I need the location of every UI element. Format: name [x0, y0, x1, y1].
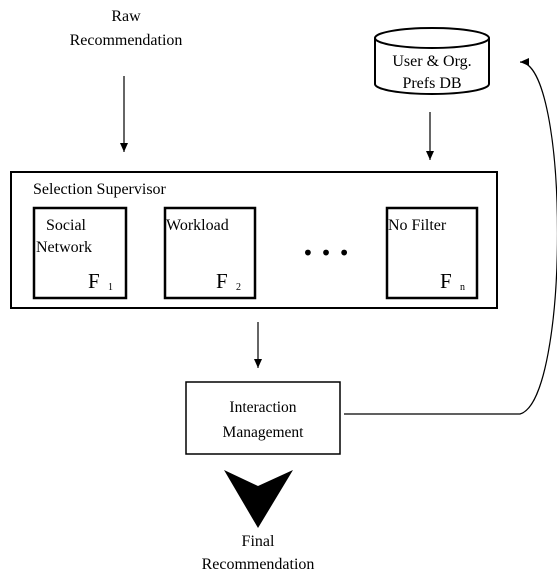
final-recommendation-line2: Recommendation	[202, 556, 315, 573]
filter-box-no-filter: No Filter F n	[385, 206, 479, 300]
filter-1-line2: Network	[36, 239, 92, 256]
raw-recommendation-label: Raw Recommendation	[70, 8, 183, 49]
filter-box-social-network: Social Network F 1	[32, 206, 128, 300]
prefs-db-line1: User & Org.	[392, 53, 471, 70]
filter-1-subscript: 1	[108, 282, 113, 293]
filter-2-subscript: 2	[236, 282, 241, 293]
interaction-line1: Interaction	[229, 399, 296, 416]
filter-2-line1: Workload	[166, 217, 229, 234]
supervisor-title: Selection Supervisor	[33, 181, 167, 198]
filter-ellipsis: • • •	[302, 241, 350, 265]
prefs-db-line2: Prefs DB	[402, 75, 461, 92]
filter-1-symbol: F	[88, 269, 100, 293]
filter-n-symbol: F	[440, 269, 452, 293]
raw-recommendation-line2: Recommendation	[70, 32, 183, 49]
interaction-management-box: Interaction Management	[185, 381, 341, 455]
feedback-loop-arrow	[344, 58, 557, 415]
filter-2-symbol: F	[216, 269, 228, 293]
filter-box-workload: Workload F 2	[163, 206, 257, 300]
filter-n-subscript: n	[460, 282, 465, 293]
prefs-db-cylinder: User & Org. Prefs DB	[374, 27, 490, 95]
final-recommendation-label: Final Recommendation	[202, 533, 315, 573]
filter-1-line1: Social	[46, 217, 87, 234]
output-chevron-icon	[224, 470, 293, 528]
final-recommendation-line1: Final	[242, 533, 275, 550]
raw-recommendation-line1: Raw	[111, 8, 141, 25]
interaction-line2: Management	[223, 424, 305, 441]
filter-n-line1: No Filter	[388, 217, 447, 234]
